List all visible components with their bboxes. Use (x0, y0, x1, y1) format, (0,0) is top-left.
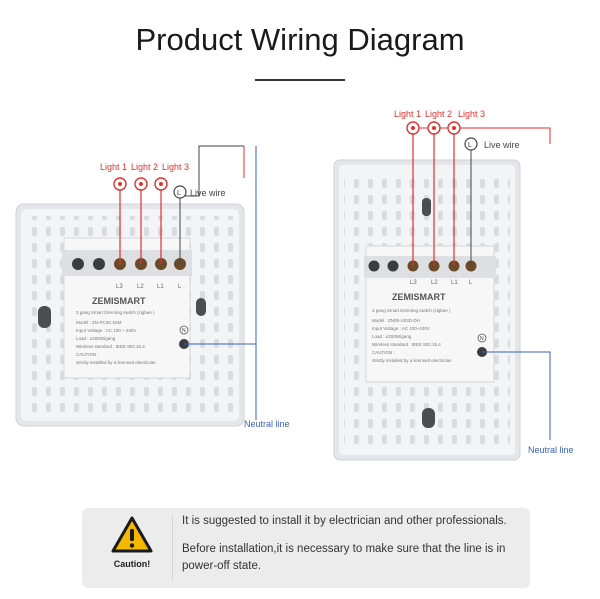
right-neutral-label: Neutral line (528, 445, 574, 455)
terminal-dot (118, 182, 122, 186)
left-switch-mount-slot-right (196, 298, 206, 316)
live-terminal-icon (464, 137, 478, 151)
caution-text-line-1: It is suggested to install it by electri… (182, 515, 507, 527)
right-live-label: Live wire (484, 140, 520, 150)
caution-divider (172, 515, 173, 581)
right-spec: CAUTION : (372, 350, 395, 355)
right-spec: Wireless standard : IEEE 802.15.4 (372, 342, 441, 347)
left-light-2-label: Light 2 (131, 162, 158, 172)
right-spec: Input Voltage : AC 100~240V (372, 326, 430, 331)
live-terminal-letter: L (468, 142, 472, 149)
left-neutral-label: Neutral line (244, 419, 290, 429)
left-light-terminals: L (113, 177, 187, 199)
terminal-dot (432, 126, 436, 130)
terminal-screw (72, 258, 84, 270)
terminal-screw (387, 260, 399, 272)
right-switch-mount-slot-bottom (422, 408, 435, 428)
left-neutral-terminal-label: N (182, 328, 186, 334)
terminal-label: L1 (157, 284, 164, 290)
caution-icon-wrap (102, 515, 162, 581)
terminal-dot (411, 126, 415, 130)
terminal-label: L2 (137, 284, 144, 290)
caution-box (82, 508, 530, 588)
left-light-1-label: Light 1 (100, 162, 127, 172)
terminal-dot (139, 182, 143, 186)
page-title: Product Wiring Diagram (135, 22, 465, 57)
right-brand-label: ZEMISMART (392, 292, 446, 302)
right-wires (412, 127, 551, 440)
terminal-label: L (469, 280, 473, 286)
live-terminal-icon (173, 185, 187, 199)
left-spec: Input Voltage : AC 100 ~ 240V (76, 328, 136, 333)
right-neutral-terminal-label: N (480, 336, 484, 342)
left-brand-label: ZEMISMART (92, 296, 146, 306)
left-switch-mount-slot (38, 306, 51, 328)
terminal-label: L (178, 284, 182, 290)
right-light-3-label: Light 3 (458, 109, 485, 119)
wire-neutral (482, 351, 551, 440)
right-light-terminals: L (406, 121, 478, 151)
left-live-label: Live wire (190, 188, 226, 198)
left-wires (119, 145, 257, 420)
title-underline (255, 79, 345, 81)
left-spec: strictly installed by a licensed electri… (76, 360, 156, 365)
right-light-1-label: Light 1 (394, 109, 421, 119)
right-neutral-marker (477, 333, 487, 343)
right-light-2-label: Light 2 (425, 109, 452, 119)
left-spec: CAUTION : (76, 352, 99, 357)
caution-text-line-2: Before installation,it is necessary to m… (182, 543, 506, 572)
warning-triangle-icon (111, 516, 153, 553)
terminal-dot (452, 126, 456, 130)
caution-label: Caution! (113, 559, 151, 569)
left-spec: Load : ≤200W/gang (76, 336, 116, 341)
terminal-label: L3 (410, 280, 417, 286)
terminal-label: L3 (116, 284, 123, 290)
live-terminal-letter: L (177, 190, 181, 197)
right-product-name: 3 gang Smart Dimming switch (zigbee ) (372, 308, 451, 313)
wire-live (179, 145, 244, 264)
left-light-3-label: Light 3 (162, 162, 189, 172)
wiring-diagram: L3 L2 L1 L ZEMISMART 3 gang Smart Dimmin… (15, 109, 574, 461)
right-spec: Model : ZN05-U03D-DH (372, 318, 420, 323)
right-spec: Load : ≤200W/gang (372, 334, 412, 339)
left-spec: Model : ZN-PC3C-DIM (76, 320, 122, 325)
terminal-screw (93, 258, 105, 270)
terminal-label: L1 (451, 280, 458, 286)
terminal-label: L2 (431, 280, 438, 286)
left-switch: L3 L2 L1 L ZEMISMART 3 gang Smart Dimmin… (15, 203, 245, 427)
left-spec: Wireless standard : IEEE 802.15.4 (76, 344, 145, 349)
right-switch: L3 L2 L1 L ZEMISMART 3 gang Smart Dimmin… (333, 159, 521, 461)
left-product-name: 3 gang Smart Dimming switch (zigbee ) (76, 310, 155, 315)
right-switch-mount-slot-top (422, 198, 431, 216)
right-spec: strictly installed by a licensed electri… (372, 358, 452, 363)
terminal-screw (368, 260, 380, 272)
terminal-dot (159, 182, 163, 186)
left-neutral-marker (179, 325, 189, 335)
